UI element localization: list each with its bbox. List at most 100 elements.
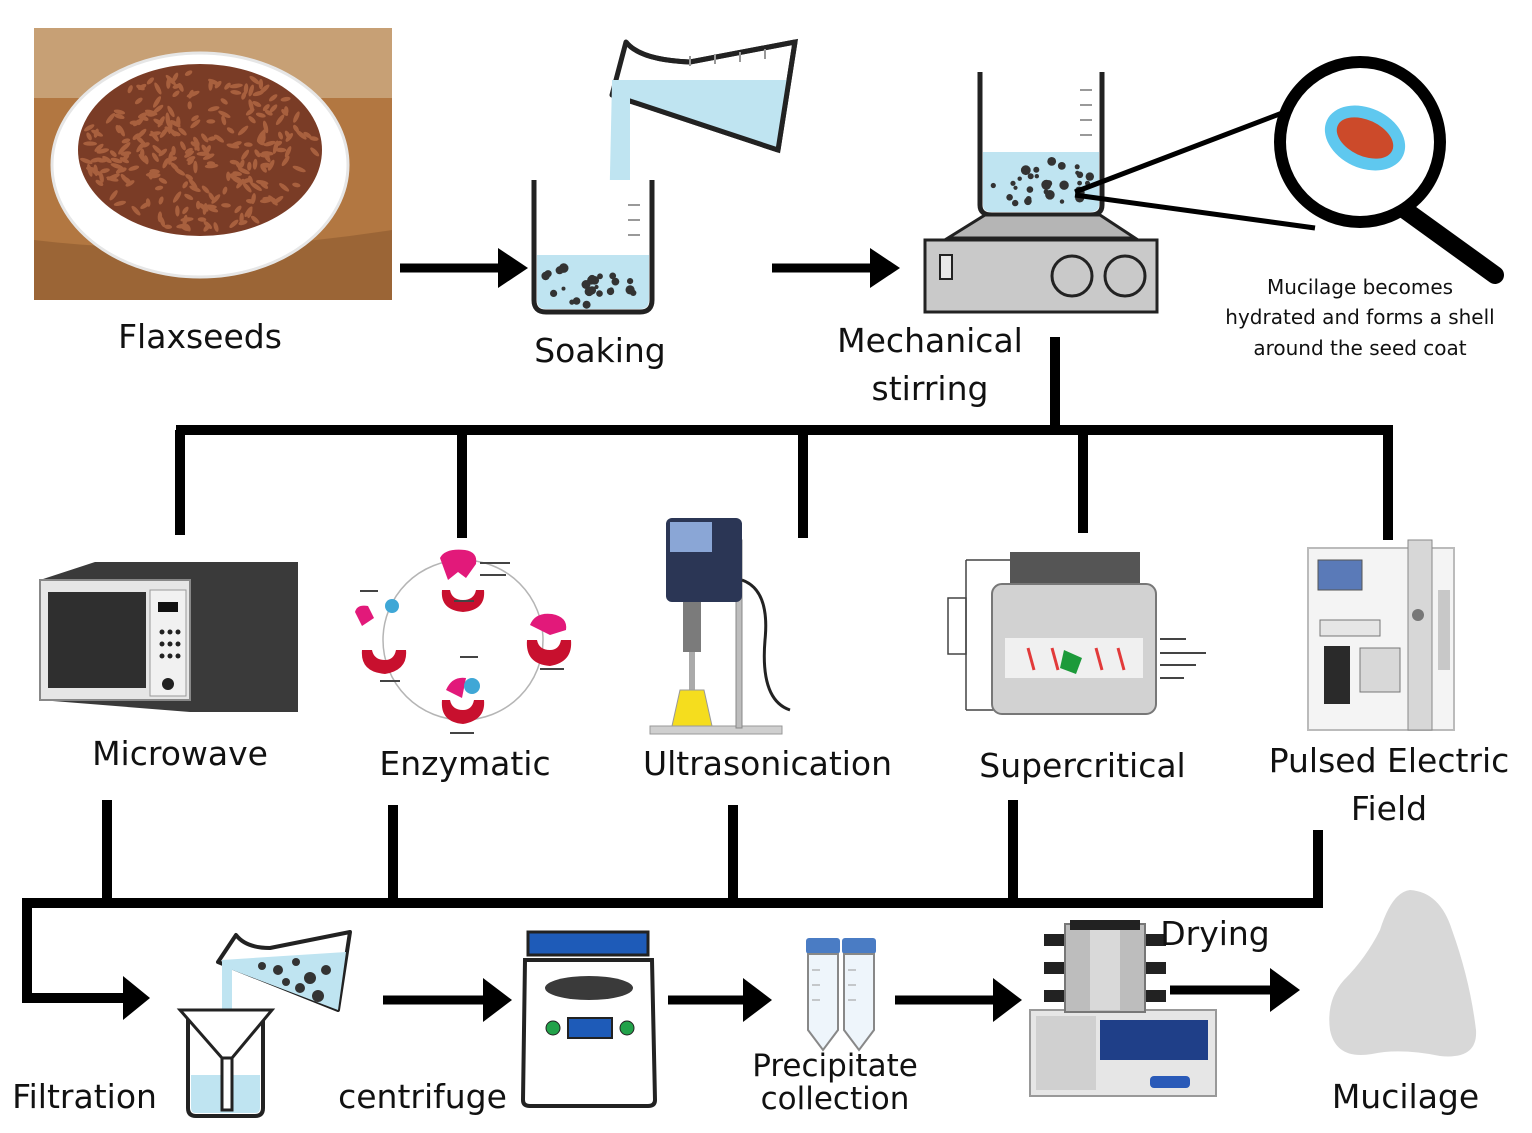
magnifier-illustration <box>1074 56 1504 284</box>
particle <box>303 131 312 139</box>
particle <box>136 136 145 145</box>
particle <box>182 214 188 228</box>
particle <box>185 174 194 181</box>
particle <box>153 104 164 114</box>
particle <box>172 72 179 82</box>
particle <box>541 271 550 281</box>
particle <box>284 146 292 158</box>
particle <box>202 153 215 160</box>
particle <box>149 169 160 174</box>
particle <box>159 127 168 138</box>
particle <box>572 297 581 305</box>
particle <box>241 91 247 100</box>
particle <box>84 124 95 132</box>
particle <box>229 159 239 165</box>
flaxseeds-label: Flaxseeds <box>118 317 282 356</box>
particle <box>119 157 130 164</box>
particle <box>274 140 283 147</box>
particle <box>1074 164 1080 170</box>
particle <box>561 286 566 291</box>
particle <box>184 193 194 200</box>
particle <box>259 84 270 94</box>
particle <box>247 161 252 171</box>
particle <box>243 142 253 147</box>
mucilage-note: Mucilage becomes hydrated and forms a sh… <box>1205 272 1515 363</box>
particle <box>229 83 243 89</box>
particle <box>151 152 159 162</box>
precipitate-line-1: Precipitate <box>752 1048 918 1084</box>
particle <box>268 94 278 102</box>
mucilage-note-line-1: Mucilage becomes <box>1266 275 1454 299</box>
particle <box>203 223 211 232</box>
arrow-filtration-to-centrifuge <box>383 978 512 1022</box>
particle <box>221 203 231 208</box>
particle <box>588 274 596 283</box>
branch-connector-top <box>175 337 1393 540</box>
particle <box>109 150 117 157</box>
particle <box>250 182 262 191</box>
particle <box>262 104 270 112</box>
particle <box>118 125 125 137</box>
particle <box>252 100 262 108</box>
falcon-tubes-illustration <box>806 938 876 1052</box>
particle <box>230 90 242 95</box>
particle <box>193 160 198 174</box>
particle <box>154 82 162 95</box>
particle <box>100 168 110 174</box>
particle <box>1012 199 1019 207</box>
mechanical-stirring-line-1: Mechanical <box>837 321 1023 360</box>
particle <box>213 222 219 232</box>
particle <box>93 128 99 138</box>
particle <box>625 285 635 295</box>
particle <box>1059 180 1069 190</box>
particle <box>990 182 996 189</box>
mucilage-label: Mucilage <box>1331 1077 1480 1116</box>
particle <box>1025 196 1032 202</box>
particle <box>244 206 253 218</box>
particle <box>1076 171 1084 179</box>
particle <box>149 131 161 137</box>
particle <box>85 166 98 172</box>
particle <box>245 198 255 204</box>
particle <box>86 132 92 141</box>
particle <box>152 96 162 108</box>
particle <box>214 134 224 143</box>
particle <box>248 116 256 124</box>
particle <box>165 74 176 86</box>
particle <box>241 149 250 160</box>
particle <box>184 147 193 154</box>
particle <box>174 168 186 176</box>
flaxseed-bowl-image <box>34 28 392 300</box>
particle <box>1006 194 1013 201</box>
particle <box>239 212 244 224</box>
particle <box>1041 179 1052 190</box>
particle <box>285 132 294 142</box>
particle <box>128 165 140 171</box>
particle <box>569 299 575 305</box>
particle <box>158 148 168 157</box>
particle <box>237 125 249 136</box>
particle <box>248 84 254 97</box>
particle <box>182 181 189 189</box>
pef-line-2: Field <box>1350 788 1428 828</box>
particle <box>226 127 235 134</box>
particle <box>1077 180 1082 186</box>
particle <box>121 176 131 183</box>
filtration-label: Filtration <box>12 1077 157 1116</box>
particle <box>611 277 620 286</box>
particle <box>137 112 148 119</box>
particle <box>262 120 269 134</box>
precipitate-collection-label: Precipitate collection <box>740 1050 930 1116</box>
particle <box>144 109 158 116</box>
particle <box>114 113 125 120</box>
particle <box>264 109 273 116</box>
stirrer-illustration <box>923 72 1159 314</box>
microwave-illustration <box>39 562 298 712</box>
pulsed-electric-field-label: Pulsed Electric Field <box>1255 741 1523 829</box>
soaking-label: Soaking <box>534 331 666 370</box>
particle <box>211 194 221 204</box>
particle <box>169 120 181 128</box>
arrow-soaking-to-stirring <box>772 248 900 288</box>
particle <box>252 158 258 170</box>
particle <box>191 115 199 122</box>
